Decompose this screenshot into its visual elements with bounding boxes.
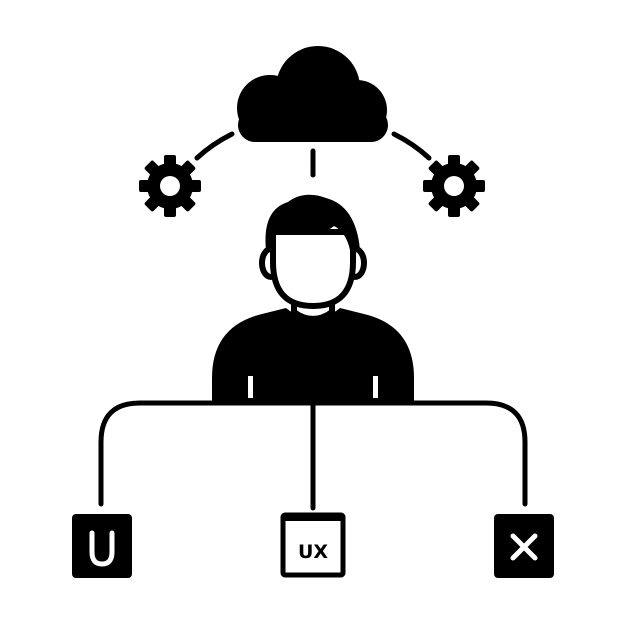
cloud-to-right-gear-line — [391, 131, 432, 161]
u-letter-icon — [89, 530, 115, 567]
gear-icon — [139, 155, 201, 217]
cloud-to-left-gear-line — [194, 131, 235, 161]
user-avatar-icon — [212, 194, 414, 402]
ux-box: UX — [280, 512, 346, 578]
branch-left-line — [98, 400, 316, 507]
branch-connectors — [98, 400, 528, 511]
person-body — [212, 308, 414, 402]
person-face — [270, 229, 356, 309]
ux-box-label: UX — [298, 541, 328, 563]
u-box — [72, 514, 132, 578]
cloud-connectors — [194, 131, 432, 178]
x-box — [494, 514, 554, 578]
close-x-icon — [510, 533, 538, 561]
person-hair — [265, 194, 360, 250]
branch-right-line — [310, 400, 528, 507]
gear-icon — [423, 155, 485, 217]
cloud-icon — [237, 46, 388, 142]
